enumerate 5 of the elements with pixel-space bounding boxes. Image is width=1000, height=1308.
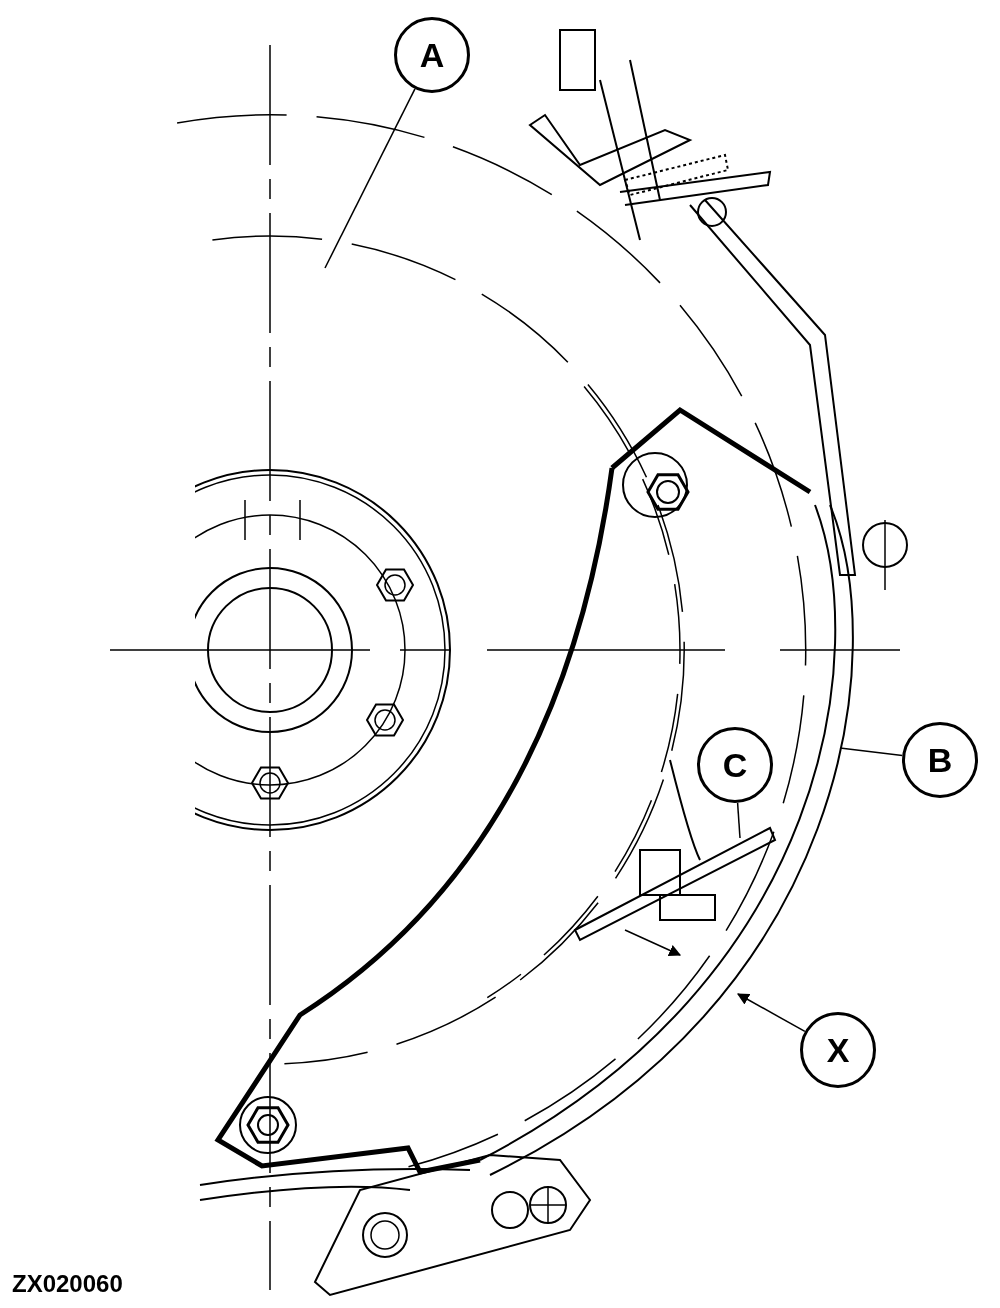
leader-line [736,802,741,839]
leader-line [839,747,903,757]
figure-id: ZX020060 [12,1269,123,1299]
leader-line [736,993,806,1033]
leader-line [324,88,416,269]
